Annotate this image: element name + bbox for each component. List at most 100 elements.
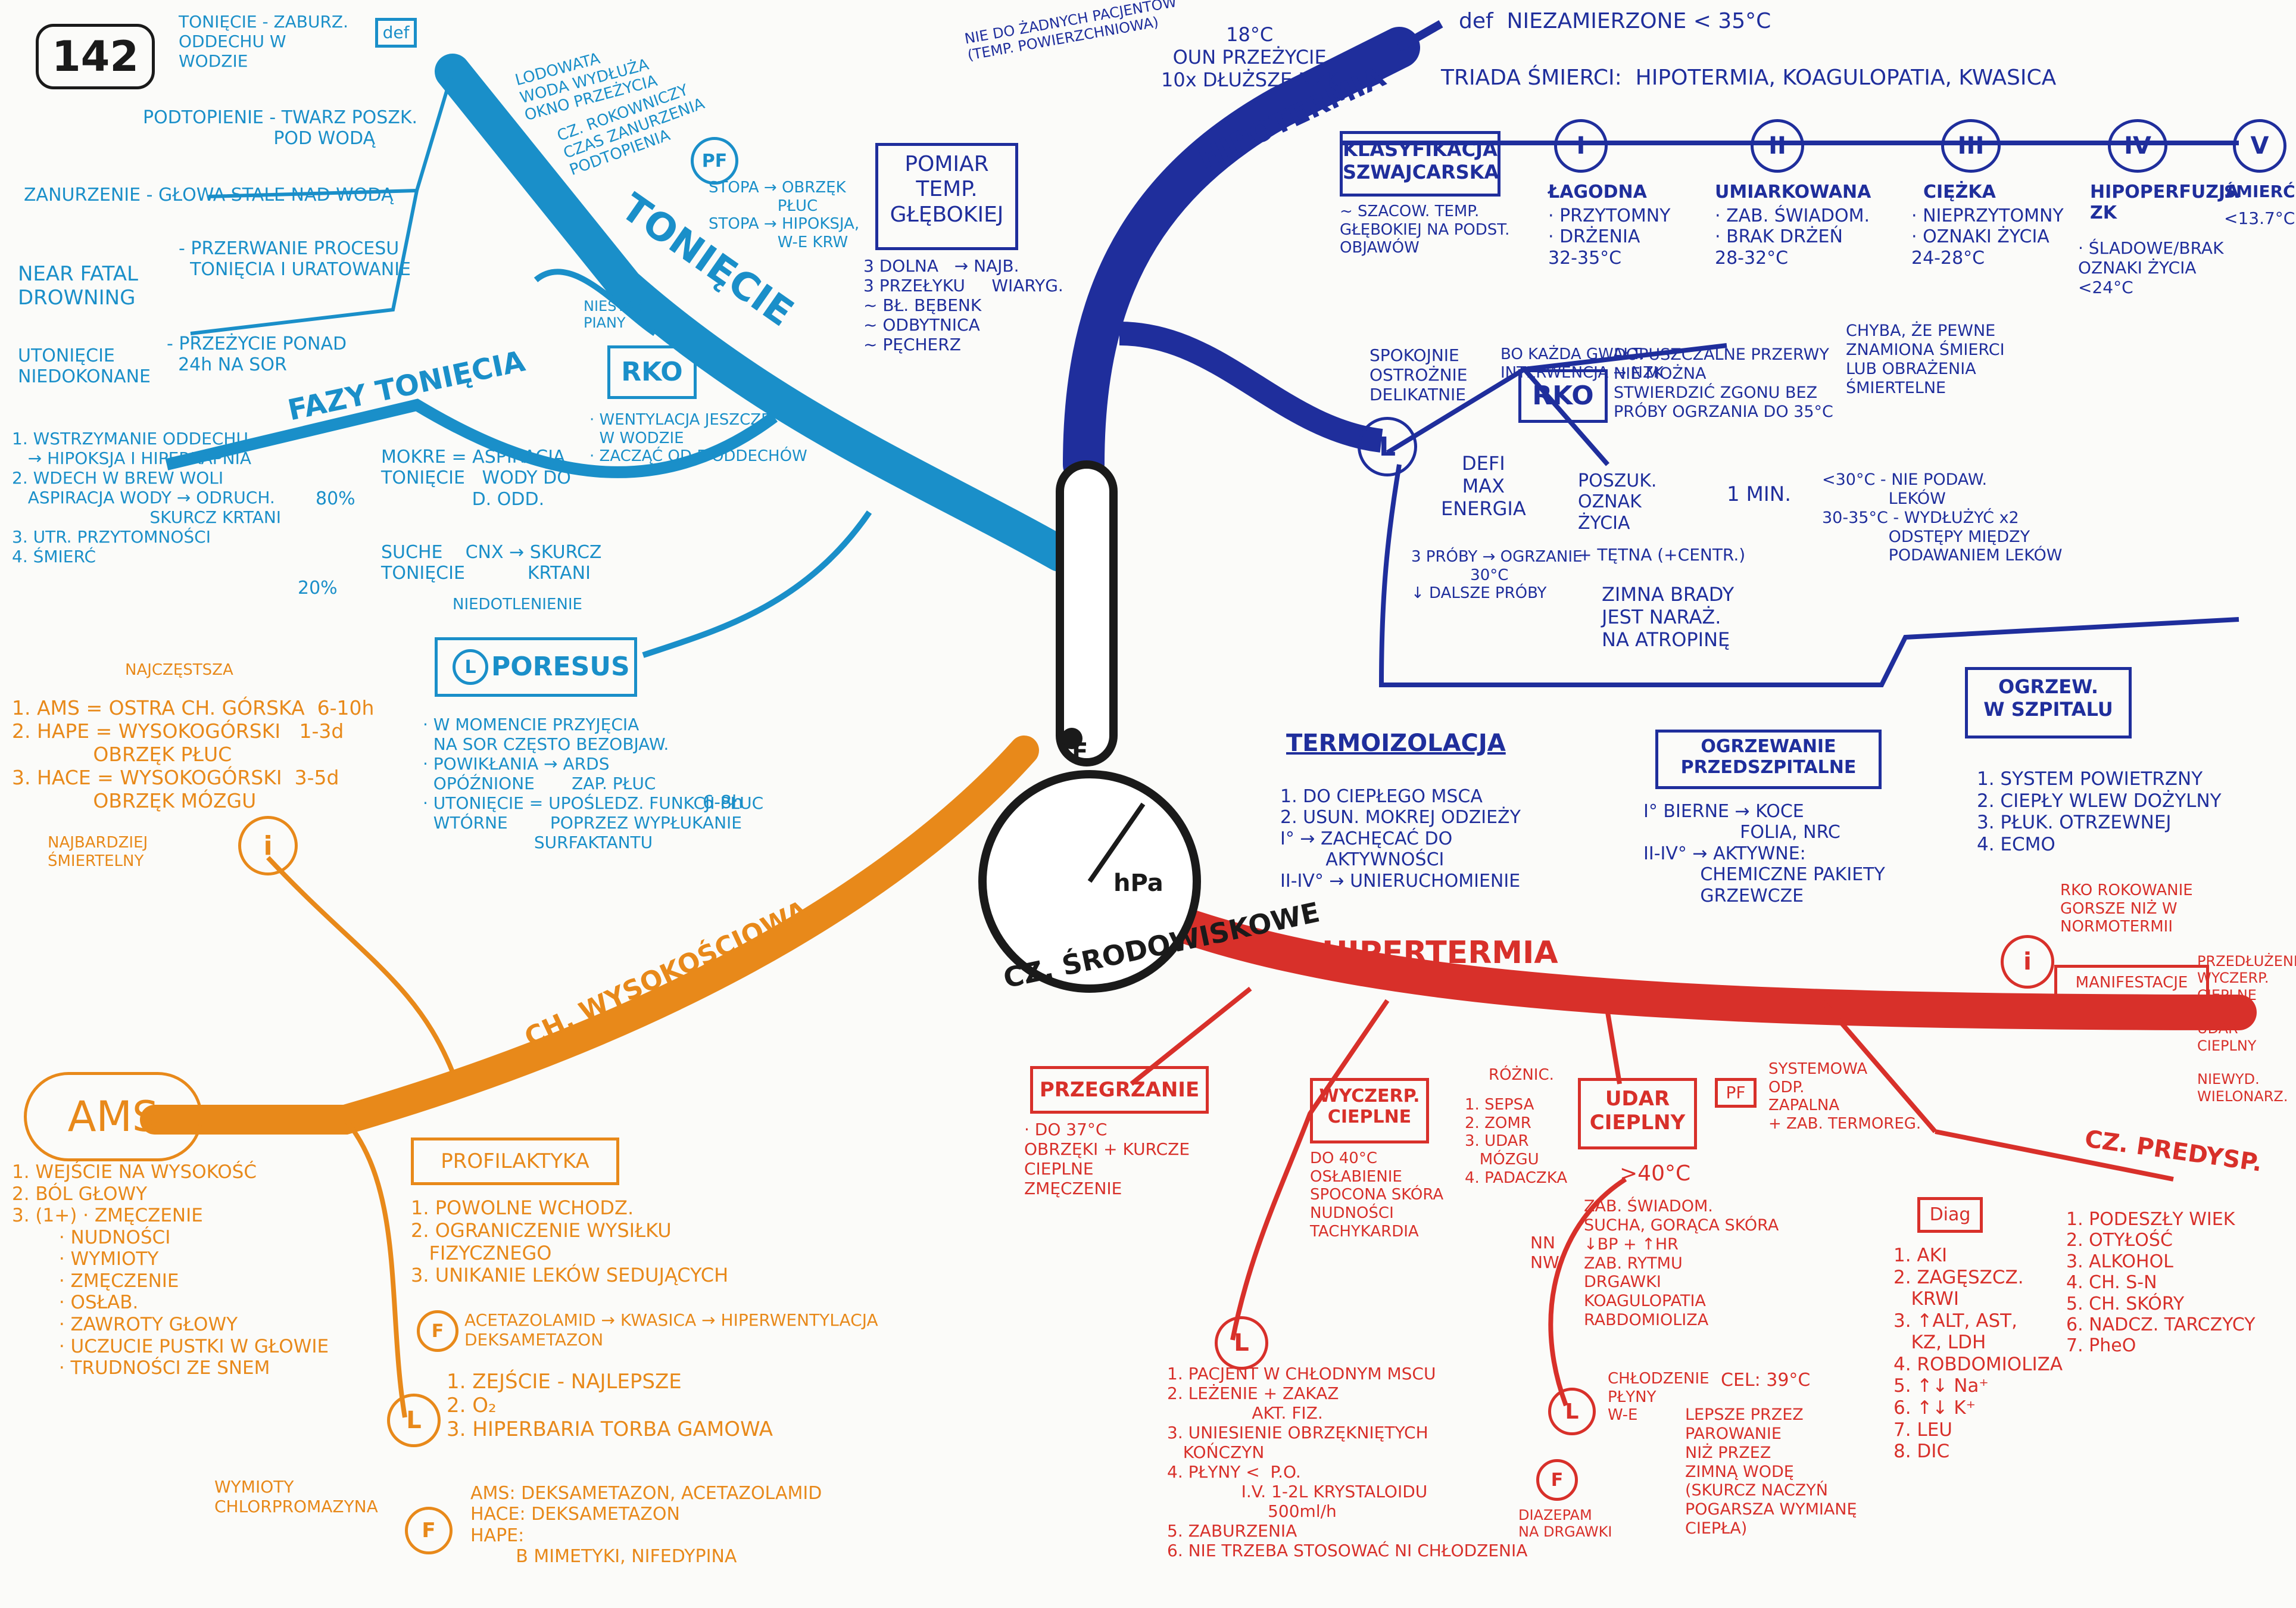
thermometer-unit-f: °F bbox=[1060, 738, 1088, 766]
najczestsza-note: NAJCZĘSTSZA bbox=[125, 661, 233, 679]
pct-80: 80% bbox=[316, 488, 355, 509]
przegrzanie-box: PRZEGRZANIE bbox=[1030, 1066, 1209, 1114]
klasyfikacja-note: ~ SZACOW. TEMP. GŁĘBOKIEJ NA PODST. OBJA… bbox=[1340, 202, 1510, 257]
pomiar-temp-box: POMIAR TEMP. GŁĘBOKIEJ bbox=[875, 143, 1018, 250]
profilaktyka-list: 1. POWOLNE WCHODZ. 2. OGRANICZENIE WYSIŁ… bbox=[411, 1196, 729, 1287]
stage-desc: · ZAB. ŚWIADOM. · BRAK DRŻEŃ 28-32°C bbox=[1715, 205, 1870, 269]
rko-box-cyan: RKO bbox=[607, 345, 697, 399]
nn-nw-note: NN NW bbox=[1530, 1233, 1559, 1273]
farm-icon: F bbox=[1536, 1459, 1578, 1501]
diag-box: Diag bbox=[1917, 1197, 1983, 1233]
hipotermia-def: def NIEZAMIERZONE < 35°C bbox=[1459, 9, 1771, 33]
zanurzenie: ZANURZENIE - GŁOWA STALE NAD WODĄ bbox=[24, 185, 394, 205]
barometer-unit-hpa: hPa bbox=[1113, 870, 1163, 897]
ams-bubble: AMS bbox=[24, 1072, 202, 1161]
wysokosciowa-branch bbox=[140, 736, 1039, 1135]
stage-name: CIĘŻKA bbox=[1923, 182, 1996, 202]
wyczerpanie-desc: DO 40°C OSŁABIENIE SPOCONA SKÓRA NUDNOŚC… bbox=[1310, 1149, 1444, 1241]
predysp-list: 1. PODESZŁY WIEK 2. OTYŁOŚĆ 3. ALKOHOL 4… bbox=[2066, 1209, 2256, 1357]
mokre-tonięcie: MOKRE = ASPIRACJA TONIĘCIE WODY DO D. OD… bbox=[381, 447, 571, 510]
ogrzewanie-list: I° BIERNE → KOCE FOLIA, NRC II-IV° → AKT… bbox=[1643, 801, 1885, 906]
termoizolacja-list: 1. DO CIEPŁEGO MSCA 2. USUN. MOKREJ ODZI… bbox=[1280, 786, 1521, 892]
roznic-label: RÓŻNIC. bbox=[1489, 1066, 1554, 1084]
info-note: RKO ROKOWANIE GORSZE NIŻ W NORMOTERMII bbox=[2060, 881, 2193, 936]
stage-name: UMIARKOWANA bbox=[1715, 182, 1871, 202]
stage-desc: · PRZYTOMNY · DRŻENIA 32-35°C bbox=[1548, 205, 1671, 269]
klasyfikacja-box: KLASYFIKACJA SZWAJCARSKA bbox=[1340, 131, 1500, 197]
leki-note: <30°C - NIE PODAW. LEKÓW 30-35°C - WYDŁU… bbox=[1822, 470, 2063, 565]
stage-roman: I bbox=[1554, 119, 1608, 173]
hours-note: 6-8h bbox=[703, 792, 744, 813]
def-tag: def bbox=[375, 18, 417, 48]
przegrzanie-desc: · DO 37°C OBRZĘKI + KURCZE CIEPLNE ZMĘCZ… bbox=[1024, 1120, 1190, 1199]
defi: DEFI MAX ENERGIA bbox=[1441, 452, 1526, 520]
ams-types-list: 1. AMS = OSTRA CH. GÓRSKA 6-10h 2. HAPE … bbox=[12, 696, 375, 812]
min-note: 1 MIN. bbox=[1727, 482, 1792, 506]
treatment-icon: L bbox=[1548, 1388, 1596, 1435]
pomiar-list: 3 DOLNA → NAJB. 3 PRZEŁYKU WIARYG. ~ BŁ.… bbox=[863, 256, 1063, 355]
pf-tag: PF bbox=[1715, 1078, 1757, 1108]
pf-icon: PF bbox=[691, 137, 738, 185]
stage-desc: · NIEPRZYTOMNY · OZNAKI ŻYCIA 24-28°C bbox=[1911, 205, 2064, 269]
stage-roman: IV bbox=[2108, 119, 2167, 173]
stage-roman: III bbox=[1941, 119, 2001, 173]
udar-desc: ZAB. ŚWIADOM. SUCHA, GORĄCA SKÓRA ↓BP + … bbox=[1584, 1197, 1779, 1330]
pct-20: 20% bbox=[298, 578, 338, 599]
wyczerpanie-box: WYCZERP. CIEPLNE bbox=[1310, 1078, 1429, 1143]
triada-smierci: TRIADA ŚMIERCI: HIPOTERMIA, KOAGULOPATIA… bbox=[1441, 66, 2057, 90]
info-icon: i bbox=[2001, 935, 2054, 989]
ogrzewanie-box: OGRZEWANIE PRZEDSZPITALNE bbox=[1655, 730, 1882, 789]
stage-desc: <13.7°C bbox=[2224, 208, 2295, 228]
roznic-list: 1. SEPSA 2. ZOMR 3. UDAR MÓZGU 4. PADACZ… bbox=[1465, 1096, 1568, 1187]
suche-tonięcie: SUCHE CNX → SKURCZ TONIĘCIE KRTANI bbox=[381, 542, 602, 584]
hipertermia-label: HIPERTERMIA bbox=[1322, 935, 1558, 971]
pf-desc-red: SYSTEMOWA ODP. ZAPALNA + ZAB. TERMOREG. bbox=[1768, 1060, 1921, 1133]
hipotermia-branch bbox=[1063, 27, 1420, 485]
farm-icon: F bbox=[417, 1310, 458, 1352]
rko-box-blue: RKO bbox=[1518, 369, 1608, 423]
tonięcie-branch bbox=[435, 54, 1078, 572]
pf-desc: STOPA → OBRZĘK PŁUC STOPA → HIPOKSJA, W-… bbox=[709, 179, 860, 252]
fazy-list: 1. WSTRZYMANIE ODDECHU → HIPOKSJA I HIPE… bbox=[12, 429, 282, 567]
niedotlenienie: NIEDOTLENIENIE bbox=[453, 596, 582, 613]
ams-symptoms: 1. WEJŚCIE NA WYSOKOŚĆ 2. BÓL GŁOWY 3. (… bbox=[12, 1161, 329, 1379]
near-fatal: NEAR FATAL DROWNING bbox=[18, 262, 138, 310]
near-fatal-desc: - PRZERWANIE PROCESU TONIĘCIA I URATOWAN… bbox=[179, 238, 411, 281]
diag-list: 1. AKI 2. ZAGĘSZCZ. KRWI 3. ↑ALT, AST, K… bbox=[1893, 1245, 2063, 1463]
chlodzenie: CHŁODZENIE PŁYNY W-E bbox=[1608, 1370, 1709, 1425]
stage-name: HIPOPERFUZJA ZK bbox=[2090, 182, 2239, 224]
acetazolamid: ACETAZOLAMID → KWASICA → HIPERWENTYLACJA… bbox=[464, 1310, 878, 1350]
treatment-icon: L bbox=[1358, 417, 1417, 476]
farm-icon: F bbox=[405, 1507, 453, 1554]
termoizolacja-title: TERMOIZOLACJA bbox=[1286, 730, 1506, 757]
najbardziej-note: NAJBARDZIEJ ŚMIERTELNY bbox=[48, 834, 148, 870]
rko-note-blue: DOPUSZCZALNE PRZERWY NIE MOŻNA STWIERDZI… bbox=[1614, 345, 1833, 421]
stage-name: ŚMIERĆ bbox=[2224, 182, 2295, 201]
page-number: 142 bbox=[36, 24, 155, 89]
profilaktyka-box: PROFILAKTYKA bbox=[411, 1138, 619, 1185]
thermometer-tube bbox=[1056, 460, 1118, 766]
utoniecie: UTONIĘCIE NIEDOKONANE bbox=[18, 345, 151, 388]
rko-list-cyan: · WENTYLACJA JESZCZE W WODZIE · ZACZĄĆ O… bbox=[589, 411, 807, 466]
zimna-brady: ZIMNA BRADY JEST NARAŻ. NA ATROPINĘ bbox=[1602, 583, 1735, 651]
tetna-note: + TĘTNA (+CENTR.) bbox=[1578, 545, 1746, 565]
stage-desc: · ŚLADOWE/BRAK OZNAKI ŻYCIA <24°C bbox=[2078, 238, 2224, 298]
stage-roman: II bbox=[1751, 119, 1804, 173]
diazepam-note: DIAZEPAM NA DRGAWKI bbox=[1518, 1507, 1612, 1541]
tonięcie-def: TONIĘCIE - ZABURZ. ODDECHU W WODZIE bbox=[179, 12, 349, 71]
poszuk: POSZUK. OZNAK ŻYCIA bbox=[1578, 470, 1657, 534]
info-icon: i bbox=[238, 816, 298, 875]
farm-list: AMS: DEKSAMETAZON, ACETAZOLAMID HACE: DE… bbox=[470, 1483, 822, 1568]
treatment-icon: L bbox=[387, 1394, 441, 1447]
udar-temp: >40°C bbox=[1620, 1161, 1691, 1186]
defi-note: 3 PRÓBY → OGRZANIE 30°C ↓ DALSZE PRÓBY bbox=[1411, 548, 1583, 603]
poresus-list: · W MOMENCIE PRZYJĘCIA NA SOR CZĘSTO BEZ… bbox=[423, 715, 764, 853]
stage-name: ŁAGODNA bbox=[1548, 182, 1647, 202]
poresus-box: PORESUS bbox=[435, 637, 637, 697]
cel-temp: CEL: 39°C bbox=[1721, 1370, 1811, 1391]
stage-roman: V bbox=[2233, 119, 2286, 173]
manifestacje-box: MANIFESTACJE bbox=[2054, 965, 2209, 1001]
udar-box: UDAR CIEPLNY bbox=[1578, 1078, 1697, 1149]
rko-note-cyan: NIESTAB. PIANY bbox=[584, 298, 648, 332]
